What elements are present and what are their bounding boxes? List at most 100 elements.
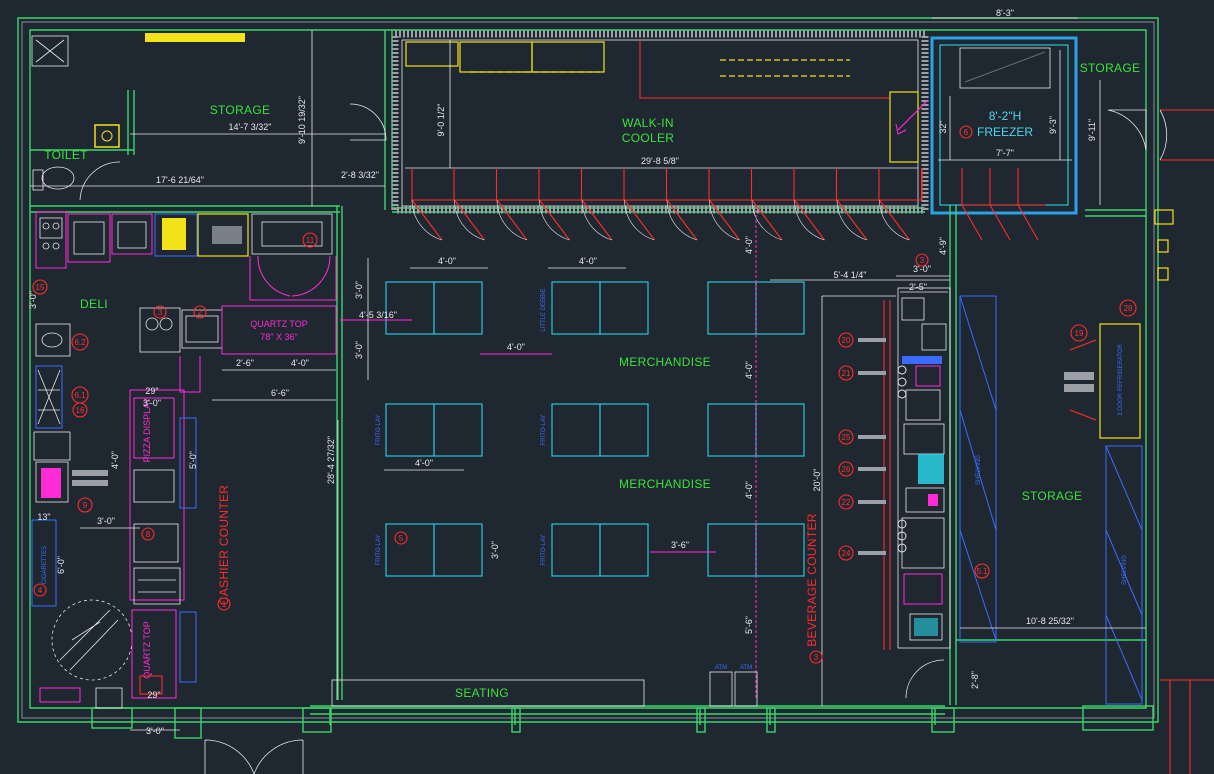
nozzle xyxy=(897,531,907,541)
tag-6-2: 6.2 xyxy=(74,338,86,347)
shelving-label-1: SHELVING xyxy=(976,455,982,485)
cooler-door xyxy=(454,168,498,241)
deli-label: DELI xyxy=(80,297,108,311)
tag-4: 4 xyxy=(38,586,43,595)
equipment-tag-circle xyxy=(838,494,854,510)
equipment-tag-26: 26 xyxy=(842,465,851,474)
beverage-counter-area: 3'-0" 2'-5" 5'-4 1/4" 3 4'-9" 20'-0" BEV… xyxy=(770,237,980,706)
dim-5-4: 5'-4 1/4" xyxy=(834,270,867,280)
dim-9-11: 9'-11" xyxy=(1087,119,1097,141)
equipment-tag-circle xyxy=(838,365,854,381)
frito-lay-4: FRITO-LAY xyxy=(541,535,547,566)
dim-8-3: 8'-3" xyxy=(996,8,1014,18)
tag-19: 19 xyxy=(1075,329,1084,338)
cooler-door xyxy=(751,168,795,241)
dim-4-0-g: 4'-0" xyxy=(744,236,754,254)
dim-4-0-f: 4'-0" xyxy=(110,451,120,469)
cooler-door xyxy=(411,168,455,241)
freezer-room: 8'-2"H FREEZER 6 7'-7" 32" 8'-3" 9'-3" xyxy=(932,8,1078,241)
tag-5-1: 5.1 xyxy=(976,567,988,576)
dim-4-0-b: 4'-0" xyxy=(579,256,597,266)
dim-9-3: 9'-3" xyxy=(1048,116,1058,134)
freezer-height-label: 8'-2"H xyxy=(989,109,1022,123)
quartz-top-2-label: QUARTZ TOP xyxy=(142,621,152,679)
cooler-door xyxy=(836,168,880,241)
cooler-door-swing xyxy=(454,199,485,241)
tag-28: 28 xyxy=(1124,304,1133,313)
deli-area: 11 DELI 15 6.2 6.1 16 9 CIGARETTES 6'-0"… xyxy=(28,211,337,709)
cooler-label: COOLER xyxy=(622,131,675,145)
pizza-display-label: PIZZA DISPLAY xyxy=(142,398,152,463)
gondola-half xyxy=(385,281,435,335)
merchandise-label-2: MERCHANDISE xyxy=(619,477,711,491)
cooler-door xyxy=(624,168,668,241)
equipment-leader xyxy=(858,500,886,504)
dim-20-0: 20'-0" xyxy=(812,469,822,492)
gondola-half xyxy=(707,281,757,335)
freezer-door-group xyxy=(961,168,1046,241)
dim-5-0: 5'-0" xyxy=(188,451,198,469)
equipment-tag-24: 24 xyxy=(842,549,851,558)
dim-14-7: 14'-7 3/32" xyxy=(229,122,272,132)
dim-10-8: 10'-8 25/32" xyxy=(1026,616,1074,626)
equipment-tag-21: 21 xyxy=(842,369,851,378)
cooler-door-swing xyxy=(709,199,740,241)
dim-29: 29" xyxy=(145,386,158,396)
dim-4-9: 4'-9" xyxy=(938,237,948,255)
dim-9-0: 9'-0 1/2" xyxy=(436,104,446,137)
dim-29-8: 29'-8 5/8" xyxy=(641,156,679,166)
dim-4-0-h: 4'-0" xyxy=(744,361,754,379)
cooler-door-swing xyxy=(794,199,825,241)
dim-3-0-f: 3'-0" xyxy=(28,291,38,309)
cooler-door xyxy=(496,168,540,241)
tag-6: 6 xyxy=(964,128,969,137)
gondola-half xyxy=(755,281,805,335)
cooler-door xyxy=(539,168,583,241)
dim-3-6: 3'-6" xyxy=(671,540,689,550)
gondola-half xyxy=(551,403,601,457)
storage-right-top: STORAGE 9'-11" xyxy=(1080,61,1147,205)
cooler-door-swing xyxy=(539,199,570,241)
gondola-half xyxy=(433,523,483,577)
cooler-door-swing xyxy=(666,199,698,241)
shelving-label-2: SHELVING xyxy=(1122,555,1128,585)
tag-3b: 3 xyxy=(920,256,925,265)
equipment-leader xyxy=(858,338,886,342)
gondola-half xyxy=(385,523,435,577)
dim-4-0-i: 4'-0" xyxy=(744,481,754,499)
tag-16: 16 xyxy=(76,406,85,415)
equipment-tag-circle xyxy=(838,332,854,348)
dim-4-0-d: 4'-0" xyxy=(415,458,433,468)
exterior-walls xyxy=(17,17,1214,774)
cooler-door xyxy=(794,168,838,241)
tag-9: 9 xyxy=(83,501,88,510)
cooler-door-swing xyxy=(581,199,613,241)
dim-3-0-e: 3'-0" xyxy=(97,516,115,526)
freezer-door xyxy=(961,168,990,241)
toilet-room: TOILET xyxy=(31,35,121,201)
dim-4-0-a: 4'-0" xyxy=(438,256,456,266)
cooler-door xyxy=(581,168,625,241)
nozzle xyxy=(897,365,907,375)
walk-in-cooler: WALK-IN COOLER 29'-8 5/8" 9'-0 1/2" xyxy=(391,30,929,241)
gondola-half xyxy=(385,403,435,457)
dim-4-0-c: 4'-0" xyxy=(507,342,525,352)
atm-label-1: ATM xyxy=(715,665,727,671)
cooler-door-swing xyxy=(624,199,655,241)
tag-6-1: 6.1 xyxy=(74,391,86,400)
storage-top-label: STORAGE xyxy=(210,103,271,117)
cooler-door-swing xyxy=(496,199,528,241)
tag-5: 5 xyxy=(399,534,404,543)
dim-9-10: 9'-10 19/32" xyxy=(297,96,307,144)
gondola-half xyxy=(599,403,649,457)
gondola-half xyxy=(433,281,483,335)
gondola-half xyxy=(599,523,649,577)
gondola-half xyxy=(551,523,601,577)
nozzle xyxy=(897,543,907,553)
dim-3-0-c: 3'-0" xyxy=(354,341,364,359)
equipment-tag-22: 22 xyxy=(842,498,851,507)
merchandise-labels: MERCHANDISE MERCHANDISE LITTLE DEBBIE FR… xyxy=(326,210,757,700)
dim-17-6: 17'-6 21/64" xyxy=(156,175,204,185)
